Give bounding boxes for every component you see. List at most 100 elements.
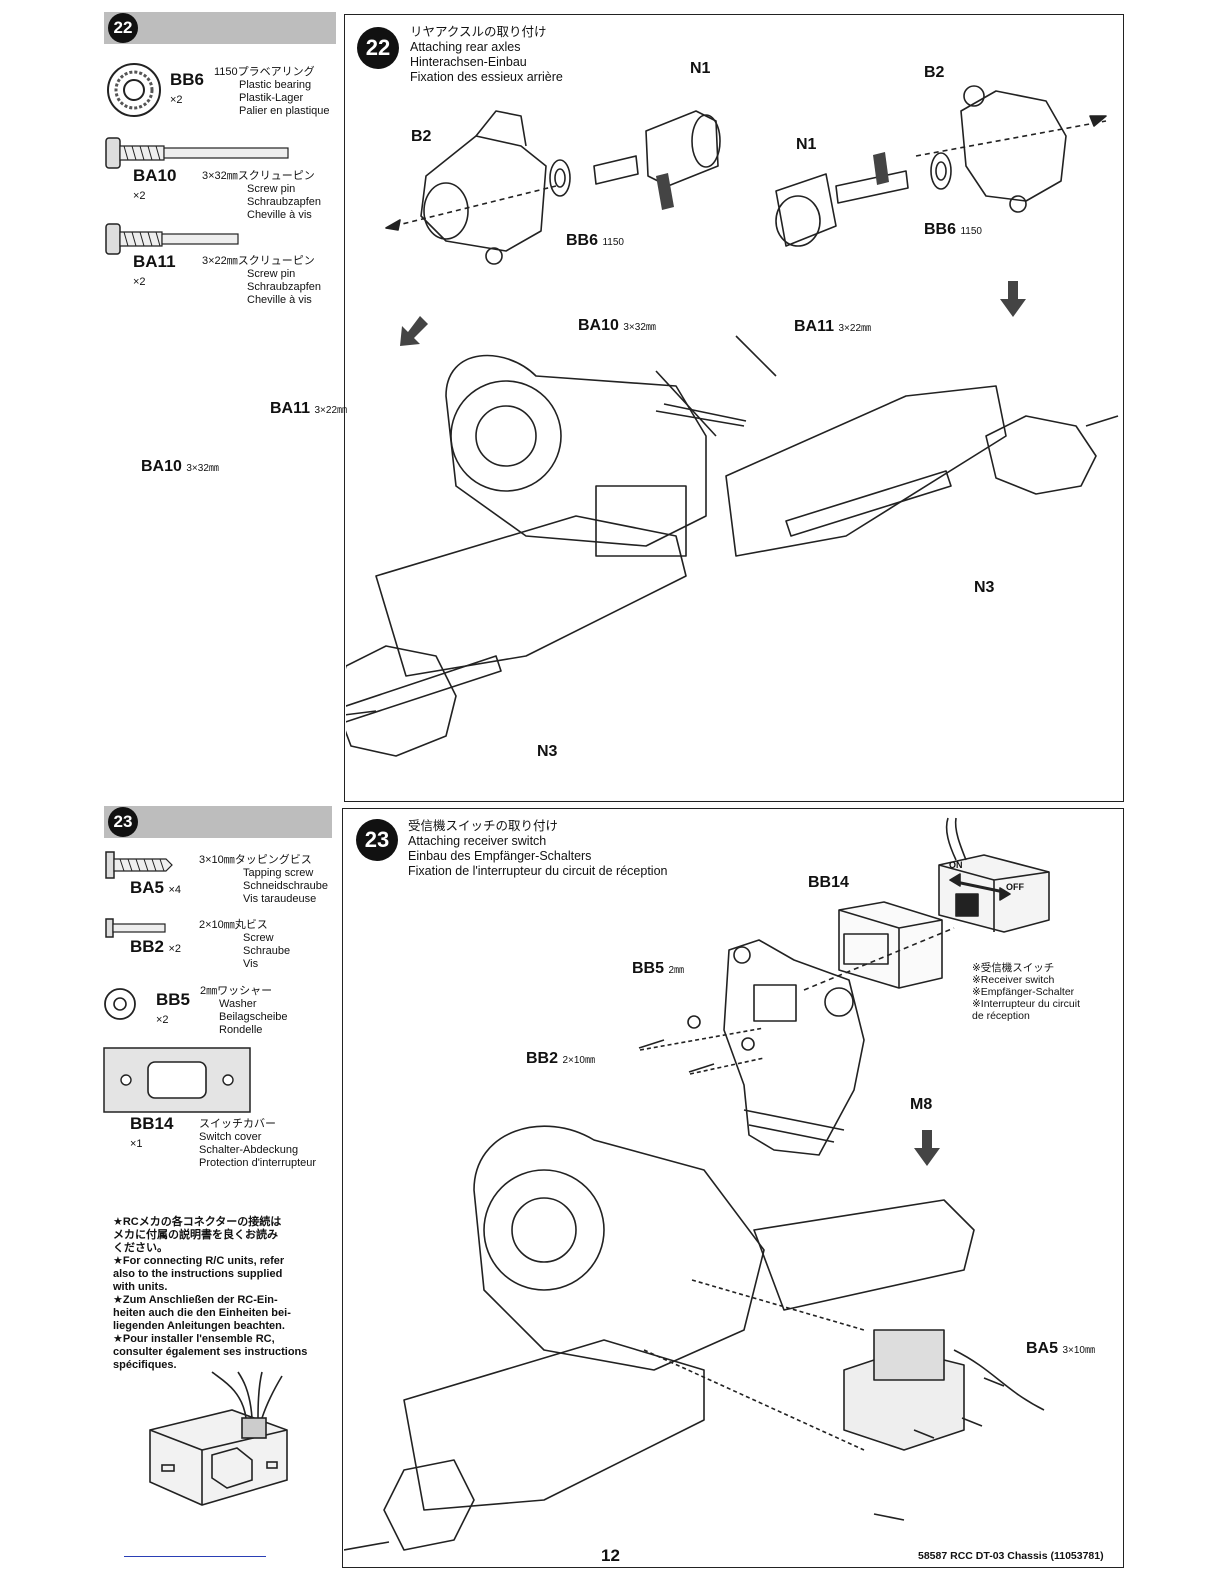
label-bb6-left: BB6 1150 [566, 232, 624, 250]
part-bb2-desc: 2×10㎜丸ビス Screw Schraube Vis [199, 919, 290, 971]
note-line: de réception [972, 1010, 1030, 1022]
receiver-switch-note: ※受信機スイッチ ※Receiver switch ※Empfänger-Sch… [972, 962, 1080, 1022]
part-bb14: BB14 ×1 [130, 1114, 173, 1152]
part-fr: Cheville à vis [247, 209, 312, 221]
title-en: Attaching receiver switch [408, 834, 547, 848]
gearbox [473, 1125, 765, 1371]
step23-parts-badge: 23 [108, 807, 138, 837]
label-switch-on: ON [949, 860, 963, 870]
step23-panel [342, 808, 1124, 1568]
label-ba11-top: BA11 3×22㎜ [794, 318, 871, 336]
note-line: liegenden Anleitungen beachten. [113, 1320, 285, 1332]
switch-mount [723, 939, 865, 1156]
washer-icon [104, 988, 136, 1020]
note-line: ★Zum Anschließen der RC-Ein- [113, 1294, 278, 1306]
part-en: Screw [243, 932, 274, 944]
part-ba5-desc: 3×10㎜タッピングビス Tapping screw Schneidschrau… [199, 854, 328, 906]
part-code: BA5 [130, 878, 165, 897]
note-line: ★RCメカの各コネクターの接続は [113, 1216, 282, 1228]
part-qty: ×4 [168, 884, 182, 896]
part-qty: ×2 [168, 943, 182, 955]
switch-cover [838, 901, 943, 989]
part-ba11-desc: 3×22㎜スクリューピン Screw pin Schraubzapfen Che… [202, 255, 321, 307]
step22-parts-badge: 22 [108, 13, 138, 43]
title-fr: Fixation des essieux arrière [410, 70, 563, 84]
part-size: スイッチカバー [199, 1118, 276, 1130]
footer-rule [124, 1556, 266, 1557]
title-en: Attaching rear axles [410, 40, 521, 54]
part-code: BA11 [133, 252, 176, 271]
label-size: 3×10㎜ [1062, 1345, 1095, 1356]
note-line: ★Pour installer l'ensemble RC, [113, 1333, 275, 1345]
part-de: Schneidschraube [243, 880, 329, 892]
part-en: Tapping screw [243, 867, 314, 879]
label-n3-right: N3 [974, 579, 995, 596]
part-bb6-desc: 1150プラベアリング Plastic bearing Plastik-Lage… [214, 66, 330, 118]
part-qty: ×2 [133, 276, 146, 288]
label-ba11-left: BA11 3×22㎜ [270, 400, 347, 418]
part-qty: ×1 [130, 1138, 143, 1150]
part-code: BB2 [130, 937, 165, 956]
label-bb6-right: BB6 1150 [924, 221, 982, 239]
title-de: Einbau des Empfänger-Schalters [408, 849, 592, 863]
note-line: also to the instructions supplied [113, 1268, 283, 1280]
part-en: Screw pin [247, 268, 296, 280]
label-text: BA11 [794, 318, 835, 335]
part-ba10: BA10 ×2 [133, 166, 176, 204]
label-size: 2×10㎜ [562, 1055, 595, 1066]
part-bb6: BB6 ×2 [170, 70, 204, 108]
part-fr: Protection d'interrupteur [199, 1157, 317, 1169]
label-n1-left: N1 [690, 60, 711, 77]
label-n1-right: N1 [796, 136, 817, 153]
note-line: heiten auch die den Einheiten bei- [113, 1307, 291, 1319]
part-qty: ×2 [133, 190, 146, 202]
machine-screw-icon [105, 918, 166, 938]
bearing-icon [107, 63, 161, 117]
label-size: 3×22㎜ [314, 405, 348, 416]
part-fr: Vis [243, 958, 259, 970]
part-de: Plastik-Lager [239, 92, 304, 104]
part-en: Plastic bearing [239, 79, 312, 91]
hub-carrier-right [960, 90, 1067, 202]
part-bb14-desc: スイッチカバー Switch cover Schalter-Abdeckung … [199, 1118, 316, 1170]
label-ba10-left: BA10 3×32㎜ [141, 458, 219, 476]
label-ba5: BA5 3×10㎜ [1026, 1340, 1095, 1358]
part-code: BA10 [133, 166, 177, 185]
document-reference: 58587 RCC DT-03 Chassis (11053781) [918, 1550, 1104, 1562]
step22-title: リヤアクスルの取り付け Attaching rear axles Hintera… [410, 25, 563, 85]
part-de: Schraubzapfen [247, 196, 321, 208]
step22-parts-header-bar [104, 12, 336, 44]
note-line: ※Empfänger-Schalter [972, 986, 1075, 998]
rc-connection-note: ★RCメカの各コネクターの接続は メカに付属の説明書を良くお読み ください。 ★… [113, 1216, 323, 1372]
part-de: Schalter-Abdeckung [199, 1144, 299, 1156]
gearbox [445, 354, 707, 547]
note-line: ※受信機スイッチ [972, 962, 1055, 974]
label-text: BA5 [1026, 1340, 1059, 1357]
screw-pin-short-icon [105, 223, 239, 255]
part-size: 3×32㎜スクリューピン [202, 170, 315, 182]
label-text: BB6 [566, 232, 599, 249]
title-jp: 受信機スイッチの取り付け [408, 819, 559, 833]
step23-badge: 23 [356, 819, 398, 861]
driveshaft-right [785, 470, 952, 537]
label-size: 1150 [960, 226, 982, 237]
switch-cover-icon [103, 1047, 251, 1113]
label-b2-left: B2 [411, 128, 432, 145]
part-bb5: BB5 ×2 [156, 990, 190, 1028]
part-de: Schraube [243, 945, 291, 957]
note-line: ★For connecting R/C units, refer [113, 1255, 285, 1267]
step23-title: 受信機スイッチの取り付け Attaching receiver switch E… [408, 819, 667, 879]
suspension-arm-right [725, 385, 1007, 557]
part-fr: Cheville à vis [247, 294, 312, 306]
note-line: ※Receiver switch [972, 974, 1055, 986]
label-size: 1150 [602, 237, 624, 248]
note-line: ください。 [113, 1242, 168, 1254]
part-size: 3×22㎜スクリューピン [202, 255, 315, 267]
part-size: 2×10㎜丸ビス [199, 919, 268, 931]
arrow-down-icon [656, 173, 674, 210]
switch-direction-icon [955, 880, 1005, 894]
arrow-diag-icon [400, 316, 428, 346]
part-size: 3×10㎜タッピングビス [199, 854, 312, 866]
suspension-arm [403, 1339, 705, 1511]
note-line: ※Interrupteur du circuit [972, 998, 1081, 1010]
